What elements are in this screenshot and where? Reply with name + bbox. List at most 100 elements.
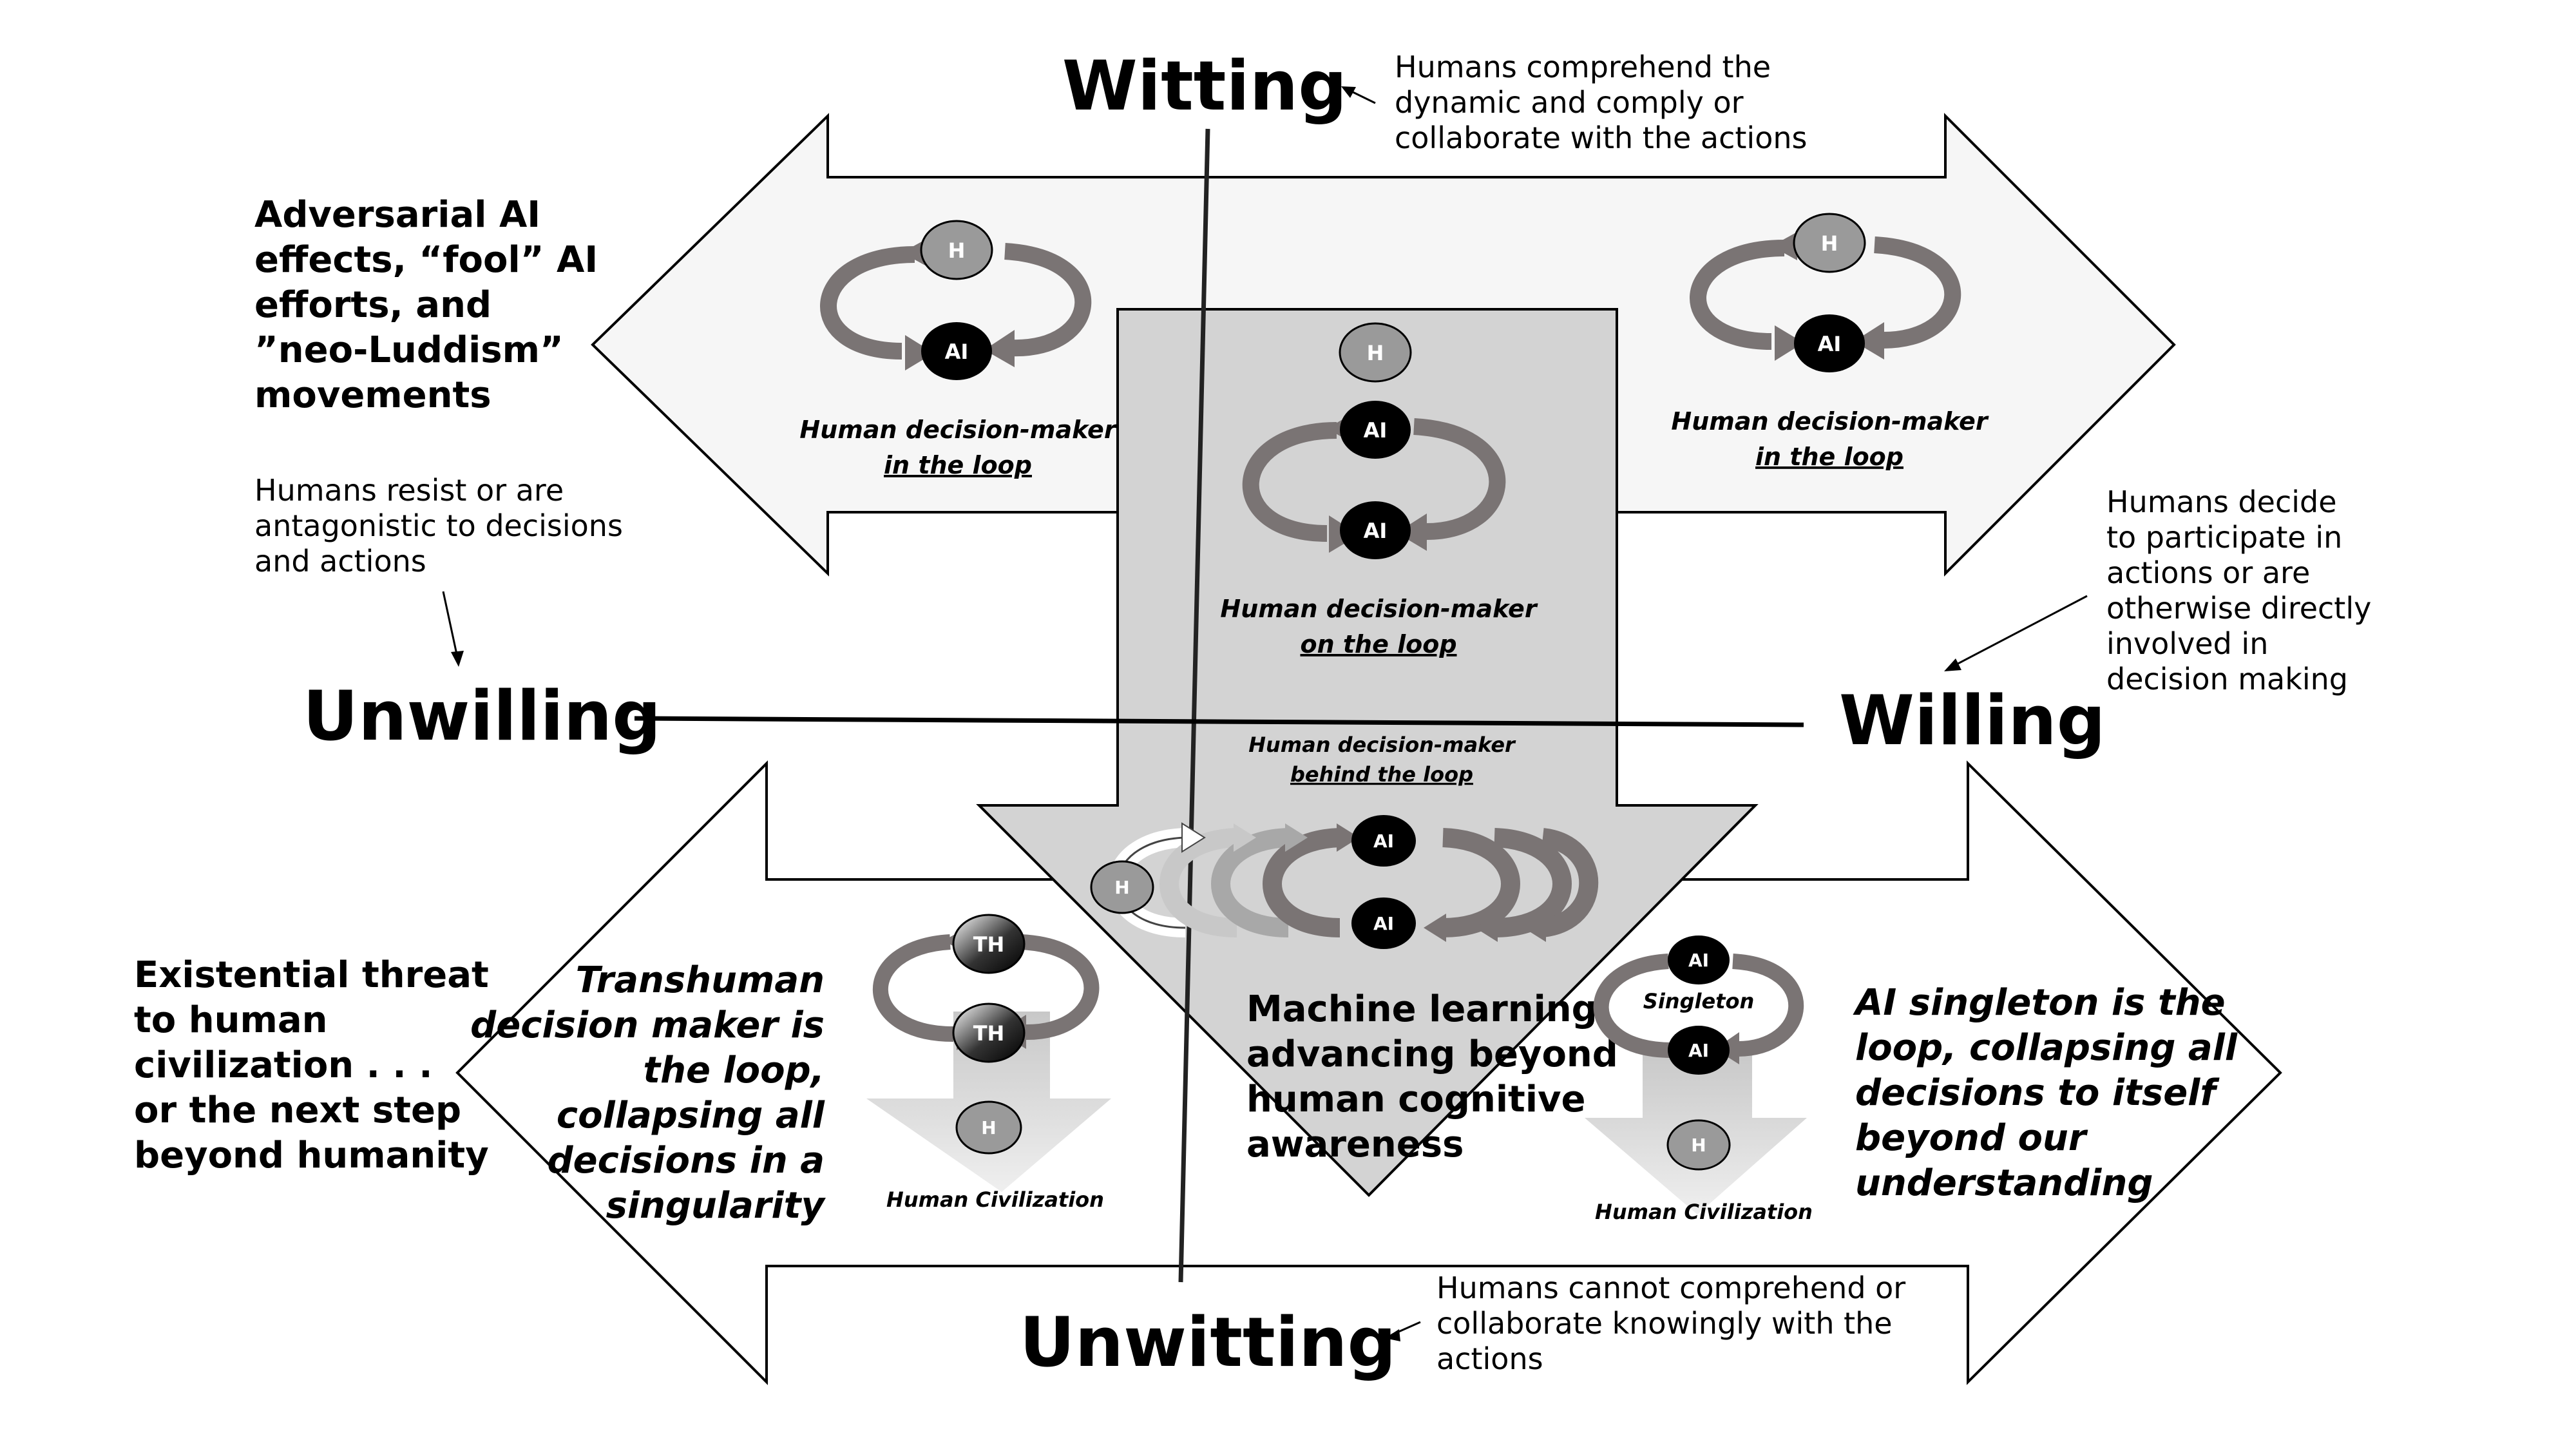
svg-text:AI singleton is the: AI singleton is the (1853, 982, 2226, 1024)
node-ai (1668, 936, 1730, 984)
loop-transhuman: TH TH H (866, 914, 1111, 1192)
svg-text:beyond humanity: beyond humanity (134, 1135, 489, 1176)
svg-text:decisions to itself: decisions to itself (1855, 1072, 2220, 1114)
svg-text:actions: actions (1436, 1341, 1543, 1376)
svg-text:human cognitive: human cognitive (1246, 1079, 1586, 1120)
note-left: Humans resist or are antagonistic to dec… (254, 473, 623, 579)
caption-in-loop-right: Human decision-maker (1671, 407, 1989, 436)
svg-text:Existential threat: Existential threat (134, 954, 489, 996)
svg-text:efforts, and: efforts, and (254, 284, 491, 326)
loop-in-the-loop-right: H AI (1690, 213, 1961, 372)
note-right-pointer (1951, 595, 2088, 668)
svg-text:AI: AI (1373, 830, 1394, 852)
axis-label-willing: Willing (1839, 681, 2106, 760)
axis-label-unwitting: Unwitting (1020, 1303, 1397, 1382)
note-left-pointer (442, 591, 459, 658)
svg-text:AI: AI (1364, 519, 1388, 543)
caption-civ-left: Human Civilization (886, 1187, 1104, 1212)
caption-behind-loop-2: behind the loop (1290, 762, 1473, 787)
node-h (1090, 860, 1154, 914)
svg-text:civilization . . .: civilization . . . (134, 1044, 432, 1086)
label-machine-learning: Machine learning advancing beyond human … (1246, 988, 1618, 1166)
svg-text:AI: AI (1364, 418, 1388, 443)
svg-text:Humans decide: Humans decide (2106, 485, 2337, 519)
node-th (952, 1003, 1026, 1063)
label-bottom-left: Existential threat to human civilization… (134, 954, 489, 1176)
node-th (952, 914, 1026, 974)
svg-text:decision maker is: decision maker is (470, 1004, 825, 1046)
label-transhuman: Transhuman decision maker is the loop, c… (470, 959, 826, 1227)
svg-text:H: H (1821, 231, 1838, 256)
svg-text:the loop,: the loop, (643, 1050, 825, 1091)
svg-text:TH: TH (973, 932, 1005, 957)
svg-text:AI: AI (1818, 332, 1842, 356)
svg-text:to participate in: to participate in (2106, 520, 2342, 555)
note-bottom: Humans cannot comprehend or collaborate … (1436, 1271, 1905, 1376)
node-ai (921, 322, 992, 380)
svg-text:AI: AI (1373, 913, 1394, 934)
svg-text:or the next step: or the next step (134, 1089, 461, 1131)
svg-text:decisions in a: decisions in a (548, 1140, 825, 1182)
loop-ai-singleton: AI Singleton AI H (1585, 936, 1807, 1214)
svg-text:otherwise directly: otherwise directly (2106, 591, 2371, 626)
svg-text:actions or are: actions or are (2106, 555, 2310, 590)
node-h (920, 220, 993, 280)
svg-text:antagonistic to decisions: antagonistic to decisions (254, 508, 623, 543)
svg-text:movements: movements (254, 374, 491, 416)
svg-text:AI: AI (945, 340, 969, 364)
svg-text:decision making: decision making (2106, 662, 2348, 696)
svg-text:”neo-Luddism”: ”neo-Luddism” (254, 329, 564, 371)
svg-text:effects, “fool” AI: effects, “fool” AI (254, 239, 598, 281)
node-h (1793, 213, 1866, 273)
svg-text:Machine learning: Machine learning (1246, 988, 1598, 1030)
svg-text:awareness: awareness (1246, 1124, 1464, 1166)
node-h (1666, 1119, 1731, 1171)
svg-text:collapsing all: collapsing all (557, 1095, 825, 1137)
svg-text:Adversarial AI: Adversarial AI (254, 194, 540, 236)
svg-text:Transhuman: Transhuman (576, 959, 825, 1001)
svg-text:AI: AI (1688, 1040, 1709, 1061)
vertical-axis-line (1178, 128, 1210, 1283)
loop-in-the-loop-left: H AI (820, 220, 1092, 380)
caption-on-loop: Human decision-maker (1220, 595, 1538, 623)
svg-text:involved in: involved in (2106, 626, 2268, 661)
horizontal-axis-line (634, 716, 1804, 727)
loop-behind-the-loop: H AI AI (1090, 815, 1599, 949)
svg-text:dynamic and comply or: dynamic and comply or (1395, 85, 1744, 120)
svg-text:singularity: singularity (606, 1185, 826, 1227)
node-h (955, 1100, 1022, 1155)
node-ai (1668, 1026, 1730, 1075)
svg-text:Humans resist or are: Humans resist or are (254, 473, 564, 508)
node-ai (1351, 897, 1416, 949)
svg-text:TH: TH (973, 1021, 1005, 1046)
svg-text:H: H (948, 238, 966, 263)
svg-text:H: H (1367, 341, 1384, 365)
node-h (1339, 322, 1412, 383)
note-top: Humans comprehend the dynamic and comply… (1395, 50, 1807, 155)
loop-on-the-loop: H AI AI (1242, 322, 1506, 559)
caption-behind-loop: Human decision-maker (1248, 733, 1516, 757)
svg-text:H: H (1691, 1135, 1706, 1156)
caption-singleton: Singleton (1643, 989, 1754, 1013)
svg-text:H: H (981, 1117, 996, 1138)
node-ai (1351, 815, 1416, 867)
caption-in-loop-left-2: in the loop (884, 451, 1032, 479)
svg-text:beyond our: beyond our (1855, 1117, 2088, 1159)
caption-on-loop-2: on the loop (1300, 630, 1456, 658)
svg-text:collaborate with the actions: collaborate with the actions (1395, 120, 1807, 155)
note-right: Humans decide to participate in actions … (2106, 485, 2371, 696)
label-ai-singleton: AI singleton is the loop, collapsing all… (1853, 982, 2238, 1204)
caption-in-loop-left: Human decision-maker (799, 416, 1117, 444)
svg-text:and actions: and actions (254, 544, 426, 579)
caption-in-loop-right-2: in the loop (1755, 443, 1903, 471)
svg-text:Humans cannot comprehend or: Humans cannot comprehend or (1436, 1271, 1905, 1305)
svg-text:collaborate knowingly with the: collaborate knowingly with the (1436, 1306, 1893, 1341)
svg-text:to human: to human (134, 999, 327, 1041)
node-ai (1340, 401, 1411, 459)
axis-label-unwilling: Unwilling (303, 677, 661, 756)
caption-civ-right: Human Civilization (1595, 1200, 1813, 1224)
center-down-arrow (976, 308, 1759, 1197)
svg-text:AI: AI (1688, 950, 1709, 971)
svg-text:H: H (1114, 877, 1129, 898)
